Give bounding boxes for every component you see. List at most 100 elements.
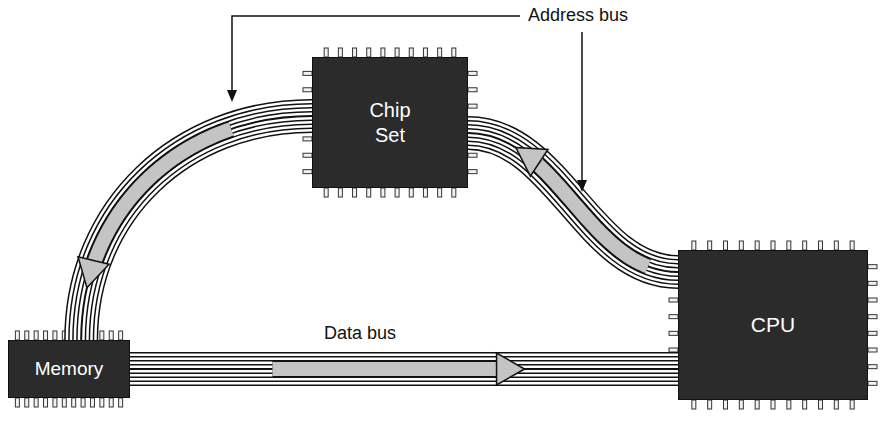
chip-pin: [44, 331, 48, 340]
bus-arrowhead: [78, 257, 109, 288]
bus-arrow-body: [95, 129, 231, 261]
bus-arrow-body: [272, 361, 496, 378]
chip-pin: [109, 398, 113, 407]
bus-wires: [81, 116, 312, 340]
chip-pin: [90, 398, 94, 407]
bus-wires: [468, 133, 678, 272]
chip-pin: [868, 381, 877, 385]
chip-pin: [338, 48, 342, 57]
chip-pin: [25, 398, 29, 407]
chip-pin: [850, 241, 854, 250]
chip-pin: [868, 265, 877, 269]
bus-wires: [468, 133, 678, 272]
bus-wires: [468, 133, 678, 272]
chip-pin: [353, 48, 357, 57]
bus-wires: [130, 356, 678, 382]
chip-pin: [868, 348, 877, 352]
bus-arrow-body: [272, 362, 496, 376]
chip-pin: [803, 241, 807, 250]
bus-arrow-body: [538, 165, 648, 267]
chip-label: Chip Set: [358, 98, 422, 148]
chip-pin: [452, 188, 456, 197]
chip-pin: [395, 48, 399, 57]
chip-pin: [739, 400, 743, 409]
chip-pin: [303, 153, 312, 157]
chip-body: Memory: [8, 340, 130, 398]
chip-pin: [468, 153, 477, 157]
chip-pin: [803, 400, 807, 409]
bus-wires: [468, 133, 678, 272]
chip-pin: [72, 398, 76, 407]
bus-wires: [130, 368, 678, 370]
bus-wires: [81, 116, 312, 340]
chip-pin: [438, 188, 442, 197]
chip-pin: [303, 170, 312, 174]
chip-pin: [692, 400, 696, 409]
chip-label: CPU: [751, 312, 795, 338]
chip-pin: [708, 241, 712, 250]
bus-wires: [130, 366, 678, 373]
bus-wires: [81, 116, 312, 340]
chip-pin: [367, 188, 371, 197]
chip-body: Chip Set: [312, 57, 468, 188]
leader-arrowhead: [577, 180, 587, 192]
chip-pin: [669, 348, 678, 352]
chip-pin: [34, 331, 38, 340]
bus-wires: [130, 352, 678, 386]
chip-pin: [109, 331, 113, 340]
chip-pin: [381, 188, 385, 197]
chip-pin: [868, 331, 877, 335]
bus-connector: [78, 116, 312, 340]
chip-pin: [353, 188, 357, 197]
chip-pin: [81, 398, 85, 407]
chip-pin: [724, 400, 728, 409]
bus-wires: [81, 116, 312, 340]
chip-pin: [25, 331, 29, 340]
bus-wires: [81, 116, 312, 340]
bus-wires: [468, 133, 678, 272]
chip-pin: [44, 398, 48, 407]
chip-label: Memory: [35, 357, 104, 381]
chip-pin: [819, 400, 823, 409]
chip-pin: [468, 104, 477, 108]
chip-pin: [423, 48, 427, 57]
bus-connector: [468, 133, 678, 272]
chip-pin: [669, 315, 678, 319]
bus-wires: [468, 133, 678, 272]
chip-pin: [724, 241, 728, 250]
chip-pin: [395, 188, 399, 197]
chip-pin: [819, 241, 823, 250]
chip-pin: [303, 71, 312, 75]
chip-pin: [755, 241, 759, 250]
chip-pins: [15, 48, 877, 409]
chip-pin: [850, 400, 854, 409]
chip-pin: [381, 48, 385, 57]
chip-pin: [324, 48, 328, 57]
bus-connector: [130, 353, 678, 385]
bus-arrow-body: [538, 165, 648, 267]
bus-wires: [81, 116, 312, 340]
chip-pin: [755, 400, 759, 409]
chip-pin: [787, 241, 791, 250]
chip-pin: [868, 365, 877, 369]
bus-wires: [468, 133, 678, 272]
chip-pin: [119, 398, 123, 407]
chip-pin: [100, 331, 104, 340]
chip-pin: [119, 331, 123, 340]
chip-pin: [34, 398, 38, 407]
bus-wires: [468, 133, 678, 272]
chip-pin: [53, 331, 57, 340]
chip-pin: [868, 281, 877, 285]
chip-pin: [868, 315, 877, 319]
chip-pin: [100, 398, 104, 407]
chip-pin: [468, 71, 477, 75]
chip-pin: [62, 398, 66, 407]
chip-pin: [423, 188, 427, 197]
chip-pin: [468, 170, 477, 174]
bus-arrowhead: [516, 147, 548, 176]
chip-pin: [15, 398, 19, 407]
chip-pin: [739, 241, 743, 250]
chip-pin: [771, 400, 775, 409]
chip-pin: [303, 88, 312, 92]
